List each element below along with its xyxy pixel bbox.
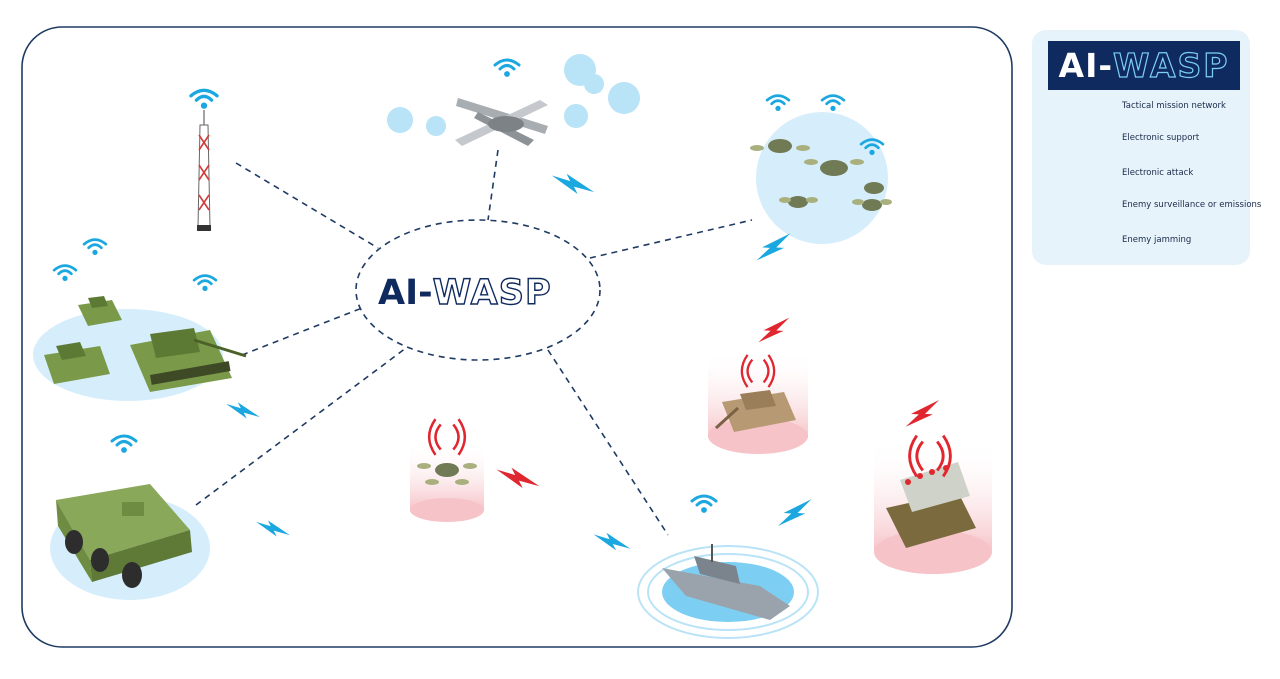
center-logo: AI- WASP [378, 268, 588, 318]
legend-label: Tactical mission network [1122, 101, 1226, 111]
legend-item: Enemy surveillance or emissions [1032, 195, 1261, 219]
enemy-rocket-launcher [874, 436, 992, 574]
armored-personnel-carrier [50, 434, 210, 600]
legend-logo: AI- WASP [1048, 41, 1240, 90]
naval-ship [637, 494, 819, 639]
legend-label: Enemy jamming [1122, 235, 1192, 245]
center-logo-wasp: WASP [432, 272, 552, 313]
legend-label: Enemy surveillance or emissions [1122, 200, 1262, 210]
enemy-tank [708, 350, 808, 454]
enemy-drone [410, 419, 484, 522]
friendly-tanks [33, 238, 247, 401]
tactical-network-lines [195, 149, 753, 536]
clouds [387, 54, 640, 136]
legend-label: Electronic attack [1122, 168, 1194, 178]
legend-item: Tactical mission network [1032, 96, 1250, 120]
legend-logo-wasp: WASP [1112, 45, 1230, 85]
surveillance-drone [455, 58, 548, 146]
drone-swarm [750, 94, 892, 244]
legend-item: Enemy jamming [1032, 230, 1250, 254]
legend-item: Electronic attack [1032, 163, 1250, 187]
radio-tower [189, 88, 219, 231]
legend-panel: AI- WASP Tactical mission network Electr… [1032, 30, 1261, 265]
legend-logo-ai: AI- [1058, 46, 1114, 85]
center-logo-ai: AI- [378, 273, 433, 313]
legend-label: Electronic support [1122, 133, 1200, 143]
legend-item: Electronic support [1032, 128, 1250, 152]
